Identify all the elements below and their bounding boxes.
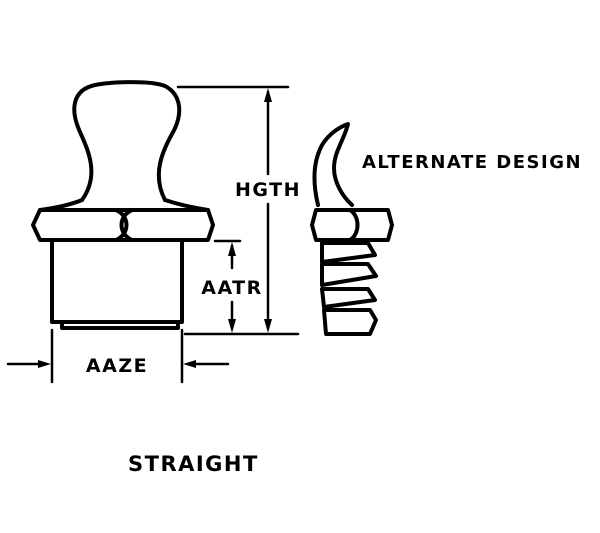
dimensions: [6, 85, 300, 384]
hgth-arrow-up: [264, 88, 272, 102]
aatr-label: AATR: [201, 277, 263, 299]
fitting-shank-bottom: [60, 320, 180, 330]
alternate-design-label: ALTERNATE DESIGN: [362, 152, 582, 173]
fitting-ball-head: [72, 80, 182, 202]
alternate-thread-4: [322, 308, 378, 336]
alternate-thread-3: [320, 287, 377, 309]
hex-nut-center-facet: [114, 208, 134, 242]
hgth-arrow-down: [264, 319, 272, 333]
aaze-arrow-right: [183, 360, 196, 368]
alternate-thread-2: [320, 262, 378, 287]
straight-caption: STRAIGHT: [128, 452, 259, 476]
fitting-shank: [50, 238, 184, 324]
aatr-arrow-down: [228, 319, 236, 333]
aaze-label: AAZE: [86, 355, 148, 377]
fitting-hex-nut: [31, 208, 215, 242]
alternate-hex-nut: [310, 208, 394, 242]
alternate-thread-1: [320, 241, 377, 264]
aaze-arrow-left: [38, 360, 51, 368]
hgth-label: HGTH: [235, 179, 301, 201]
alternate-spout: [312, 122, 354, 207]
alternate-hex-facet: [348, 208, 360, 242]
straight-fitting: [31, 80, 215, 330]
alternate-design-fitting: [310, 122, 394, 336]
aatr-arrow-up: [228, 242, 236, 256]
